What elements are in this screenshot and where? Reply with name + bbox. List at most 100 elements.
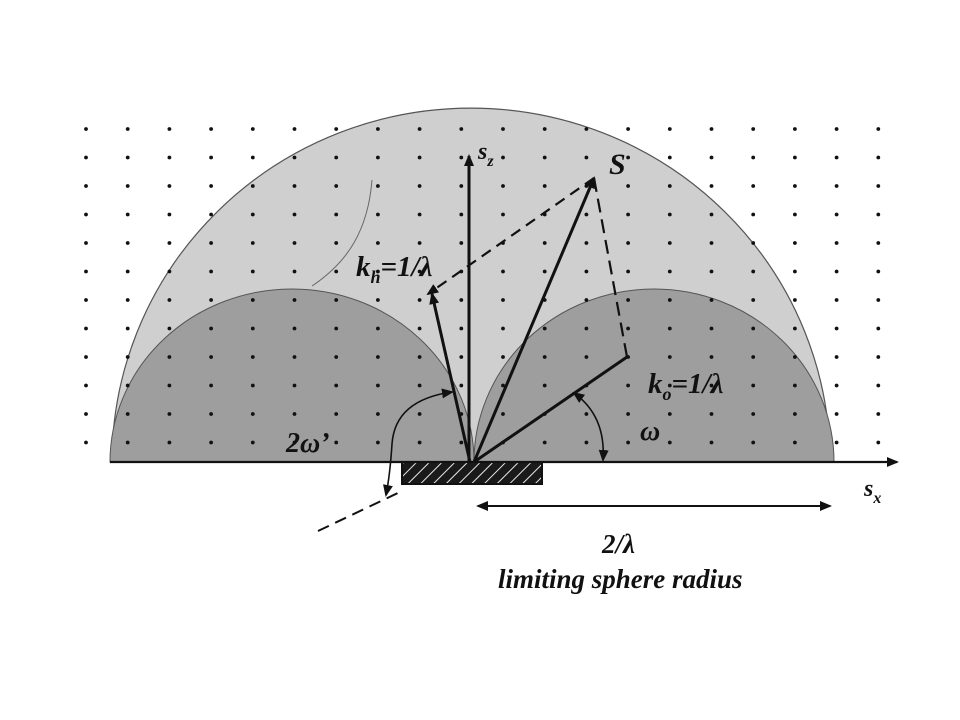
sample [401, 461, 543, 485]
lattice-point [709, 212, 714, 217]
lattice-point [793, 155, 797, 160]
lattice-point [667, 383, 672, 388]
lattice-point [834, 355, 839, 359]
lattice-point [250, 184, 255, 188]
lattice-point [709, 412, 714, 416]
lattice-point [501, 212, 505, 217]
lattice-point [793, 355, 797, 359]
lattice-point [876, 383, 881, 388]
lattice-point [459, 212, 464, 217]
lattice-point [334, 212, 339, 217]
lattice-point [542, 383, 547, 388]
lattice-point [292, 269, 297, 274]
lattice-point [834, 269, 839, 274]
lattice-point [167, 355, 172, 359]
lattice-point [334, 127, 339, 131]
lattice-point [584, 440, 589, 445]
lattice-point [209, 127, 214, 131]
lattice-point [834, 184, 839, 188]
lattice-point [334, 326, 339, 331]
lattice-point [542, 241, 547, 245]
lattice-point [626, 241, 630, 245]
lattice-point [834, 298, 839, 302]
lattice-point [292, 383, 297, 388]
lattice-point [751, 241, 756, 245]
lattice-point [834, 212, 839, 217]
lattice-point [584, 184, 589, 188]
lattice-point [125, 412, 130, 416]
inaccessible-region-left [109, 288, 475, 463]
lattice-point [250, 383, 255, 388]
lattice-point [167, 269, 172, 274]
lattice-point [250, 298, 255, 302]
lattice-point [709, 326, 714, 331]
lattice-point [834, 412, 839, 416]
lattice-point [292, 298, 297, 302]
lattice-point [84, 440, 88, 445]
lattice-point [125, 440, 130, 445]
lattice-point [167, 155, 172, 160]
lattice-point [209, 241, 214, 245]
lattice-point [501, 269, 505, 274]
lattice-point [459, 355, 464, 359]
lattice-point [751, 155, 756, 160]
lattice-point [125, 298, 130, 302]
lattice-point [376, 383, 380, 388]
lattice-point [501, 326, 505, 331]
lattice-point [125, 212, 130, 217]
lattice-point [542, 184, 547, 188]
lattice-point [417, 212, 422, 217]
lattice-point [501, 383, 505, 388]
lattice-point [793, 383, 797, 388]
lattice-point [793, 127, 797, 131]
lattice-point [209, 298, 214, 302]
lattice-point [376, 326, 380, 331]
lattice-point [292, 241, 297, 245]
lattice-point [167, 184, 172, 188]
lattice-point [626, 440, 630, 445]
lattice-point [209, 326, 214, 331]
lattice-point [209, 212, 214, 217]
lattice-point [167, 326, 172, 331]
lattice-point [167, 127, 172, 131]
lattice-point [501, 355, 505, 359]
lattice-point [709, 184, 714, 188]
lattice-point [709, 241, 714, 245]
lattice-point [334, 440, 339, 445]
lattice-point [250, 155, 255, 160]
lattice-point [167, 298, 172, 302]
lattice-point [250, 326, 255, 331]
lattice-point [709, 383, 714, 388]
lattice-point [793, 212, 797, 217]
lattice-point [584, 269, 589, 274]
lattice-point [84, 127, 88, 131]
lattice-point [876, 355, 881, 359]
lattice-point [542, 155, 547, 160]
lattice-point [834, 440, 839, 445]
lattice-point [626, 269, 630, 274]
lattice-point [250, 355, 255, 359]
incident-vector [473, 355, 628, 464]
lattice-point [125, 241, 130, 245]
lattice-point [709, 127, 714, 131]
scattering-vector-s [472, 176, 596, 463]
lattice-point [876, 326, 881, 331]
lattice-point [417, 184, 422, 188]
lattice-point [459, 241, 464, 245]
inaccessible-region-right [473, 288, 835, 463]
lattice-point [876, 298, 881, 302]
lattice-point [876, 127, 881, 131]
lattice-point [167, 212, 172, 217]
lattice-point [125, 383, 130, 388]
lattice-point [292, 326, 297, 331]
lattice-point [292, 412, 297, 416]
lattice-point [542, 440, 547, 445]
lattice-point [417, 127, 422, 131]
lattice-point [709, 155, 714, 160]
lattice-point [334, 298, 339, 302]
lattice-point [417, 355, 422, 359]
lattice-point [334, 355, 339, 359]
lattice-point [751, 412, 756, 416]
guide-curve [311, 179, 373, 287]
lattice-point [459, 155, 464, 160]
